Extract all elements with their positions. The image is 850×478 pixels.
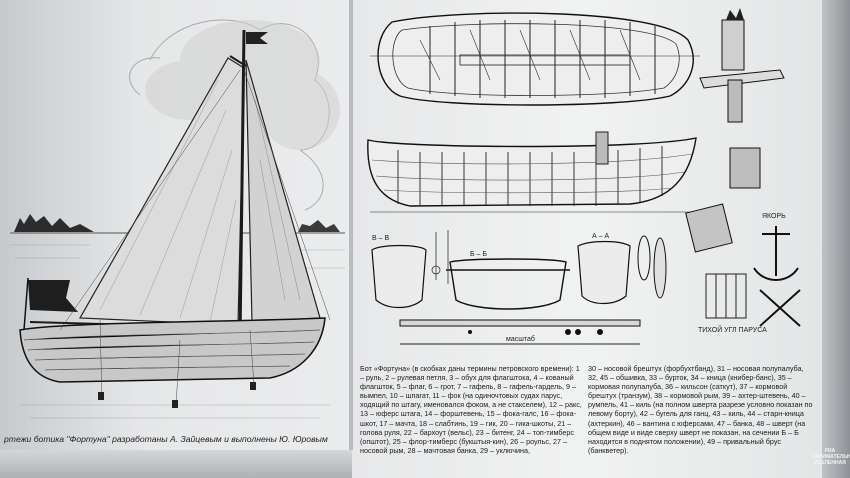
shore-left [14, 214, 94, 232]
bottom-band [0, 450, 352, 478]
edge-shadow [822, 0, 850, 478]
plan-view [370, 12, 700, 106]
anchor-drawing [753, 226, 801, 327]
mast-detail [699, 8, 785, 123]
mast [238, 29, 246, 341]
side-view [367, 131, 700, 213]
stern-flag [28, 280, 78, 312]
tools-detail [637, 147, 761, 299]
keel-strip [399, 319, 641, 345]
label-bb: Б – Б [470, 251, 487, 258]
boat-illustration [10, 19, 345, 419]
label-vv: В – В [372, 235, 389, 242]
section-aa [577, 240, 631, 305]
grating-detail [705, 273, 747, 319]
hull [19, 317, 326, 383]
section-vv [371, 244, 427, 309]
label-scale: масштаб [506, 335, 535, 343]
label-detail: ТИХОЙ УГЛ ПАРУСА [698, 325, 767, 334]
pennant [246, 32, 268, 44]
label-aa: А – А [592, 233, 609, 240]
legend-column-1: Бот «Фортуна» (в скобках даны термины пе… [360, 364, 582, 455]
legend-column-2: 30 – носовой брештух (форбухтбанд), 31 –… [588, 364, 813, 455]
shore-right [298, 220, 340, 232]
label-anchor: ЯКОРЬ [762, 213, 786, 220]
page-fold [349, 0, 353, 450]
watermark: РИА ЗАНИМАТЕЛЬНАЯ ВСЕЛЕННАЯ [812, 448, 850, 466]
left-caption: ртежи ботика "Фортуна" разработаны А. За… [4, 434, 328, 444]
section-bb [446, 258, 570, 310]
